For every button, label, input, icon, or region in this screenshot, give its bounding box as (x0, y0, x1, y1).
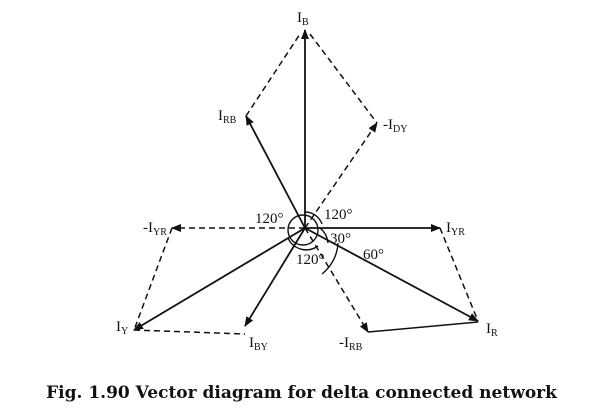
angle-30: 30° (330, 231, 351, 247)
construction-nirb-ir (367, 321, 479, 333)
vector-diagram: IB IRB -IDY -IYR IYR IY IBY -IRB IR 120°… (116, 10, 498, 353)
phasor-irb (245, 115, 306, 229)
arc-30 (319, 227, 329, 244)
construction-iyr-ir (439, 227, 479, 322)
label-iyr: IYR (446, 220, 465, 238)
arc-60 (321, 242, 339, 275)
label-neg-iyr: -IYR (143, 220, 167, 238)
phasor-iby (244, 227, 306, 327)
phasor-ir (304, 227, 479, 322)
phasor-neg-irb (304, 227, 369, 333)
label-neg-irb: -IRB (339, 335, 363, 353)
label-ir: IR (486, 321, 498, 339)
phasor-labels: IB IRB -IDY -IYR IYR IY IBY -IRB IR (116, 10, 498, 353)
construction-iy-iby (133, 329, 246, 335)
angle-120-bottom: 120° (296, 252, 325, 268)
arc-120-right (304, 211, 323, 225)
label-iy: IY (116, 319, 128, 337)
phasor-iy (133, 227, 306, 331)
figure-caption: Fig. 1.90 Vector diagram for delta conne… (46, 383, 557, 403)
phasor-neg-idy (304, 122, 378, 229)
angle-60: 60° (363, 247, 384, 263)
label-neg-idy: -IDY (383, 117, 407, 135)
label-ib: IB (297, 10, 309, 28)
construction-irb-ib (245, 33, 301, 117)
angle-120-left: 120° (255, 211, 284, 227)
center-circle (287, 214, 319, 246)
construction-niyr-iy (133, 227, 173, 331)
arc-120-bottom (287, 237, 319, 251)
angle-labels: 120° 120° 30° 120° 60° (255, 207, 384, 268)
label-irb: IRB (218, 108, 237, 126)
construction-ib-idy (309, 33, 378, 124)
label-iby: IBY (249, 335, 268, 353)
angle-120-right: 120° (324, 207, 353, 223)
